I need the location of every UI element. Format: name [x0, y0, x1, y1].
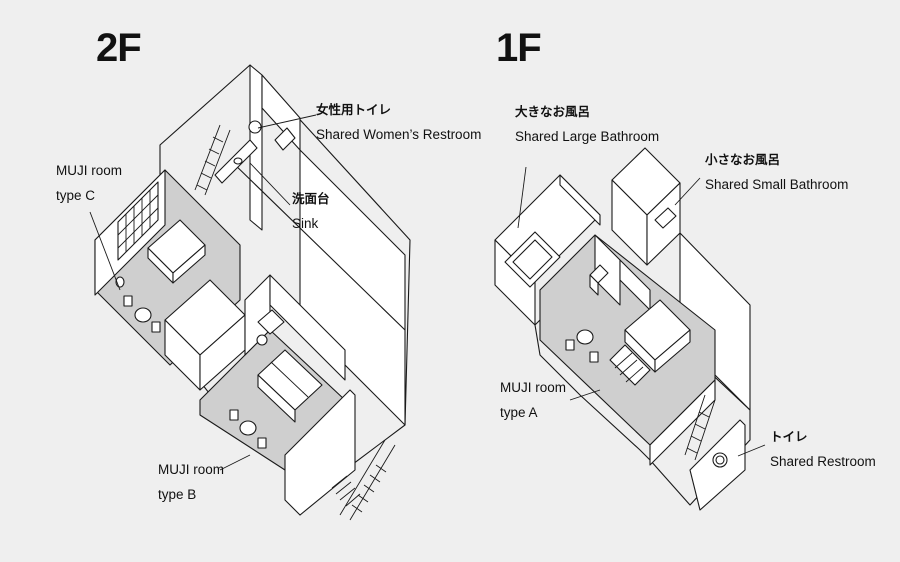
label-small-bath: 小さなお風呂 Shared Small Bathroom	[705, 151, 848, 194]
wall-2f-east	[299, 149, 406, 426]
label-room-b-line2: type B	[158, 487, 197, 502]
small-bath	[611, 147, 681, 266]
label-large-bath-en: Shared Large Bathroom	[515, 129, 660, 144]
sink-icon	[214, 139, 258, 184]
label-room-c-line2: type C	[56, 188, 96, 203]
label-large-bath: 大きなお風呂 Shared Large Bathroom	[515, 103, 659, 146]
leader-large-bath	[517, 166, 527, 229]
leader-restroom	[737, 444, 766, 457]
label-room-a-line2: type A	[500, 405, 538, 420]
label-room-b-line1: MUJI room	[158, 462, 225, 477]
stairs-icon	[284, 389, 396, 521]
label-room-c: MUJI room type C	[56, 162, 122, 205]
label-womens-restroom-en: Shared Women’s Restroom	[316, 127, 482, 142]
stairs-icon	[609, 344, 651, 386]
stairs-icon	[194, 124, 231, 196]
leader-room-a	[569, 389, 601, 401]
label-small-bath-ja: 小さなお風呂	[705, 153, 781, 167]
label-room-c-line1: MUJI room	[56, 163, 123, 178]
label-room-a: MUJI room type A	[500, 379, 566, 422]
label-womens-restroom: 女性用トイレ Shared Women’s Restroom	[316, 101, 481, 144]
large-bath	[494, 174, 601, 326]
stairs-icon	[684, 394, 716, 461]
label-restroom-ja: トイレ	[770, 430, 808, 444]
twin-bed-icon	[257, 349, 323, 423]
bed-icon	[147, 219, 206, 284]
shelf-icon	[589, 264, 609, 296]
leader-room-c	[89, 211, 121, 291]
window-grid-icon	[117, 181, 159, 261]
toilet-icon	[712, 452, 728, 468]
label-room-b: MUJI room type B	[158, 461, 224, 504]
label-large-bath-ja: 大きなお風呂	[515, 105, 591, 119]
leader-small-bath	[674, 177, 701, 206]
bathtub-icon	[654, 207, 677, 229]
desk-icon	[256, 309, 285, 346]
label-sink: 洗面台 Sink	[292, 190, 330, 233]
room-a-partition	[594, 234, 621, 306]
label-restroom-en: Shared Restroom	[770, 454, 876, 469]
table-chairs-icon	[229, 409, 267, 449]
bed-icon	[624, 299, 691, 373]
label-small-bath-en: Shared Small Bathroom	[705, 177, 849, 192]
second-floor-plan	[89, 64, 411, 521]
leader-womens-restroom	[257, 114, 317, 129]
label-restroom: トイレ Shared Restroom	[770, 428, 876, 471]
label-room-a-line1: MUJI room	[500, 380, 567, 395]
toilet-icon	[248, 120, 296, 151]
restroom-1f	[684, 394, 746, 511]
leader-sink	[249, 162, 291, 206]
leader-room-b	[219, 454, 251, 471]
first-floor-plan	[494, 147, 766, 511]
label-sink-en: Sink	[292, 216, 319, 231]
floor-label-1f: 1F	[496, 26, 542, 70]
table-chairs-icon	[565, 329, 599, 363]
label-sink-ja: 洗面台	[292, 192, 330, 206]
floor-label-2f: 2F	[96, 26, 142, 70]
label-womens-restroom-ja: 女性用トイレ	[316, 103, 392, 117]
room-a	[539, 234, 716, 466]
bathtub-icon	[504, 231, 561, 288]
